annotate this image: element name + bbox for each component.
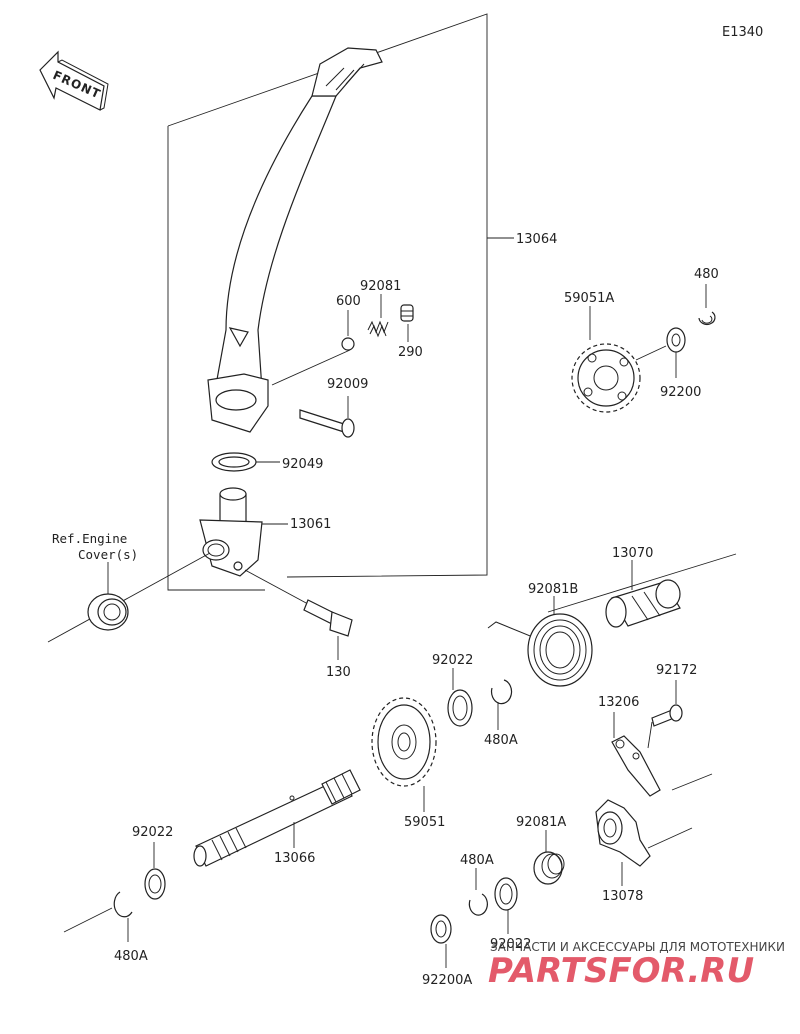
part-label-92200A: 92200A <box>422 973 472 988</box>
part-label-13206: 13206 <box>598 695 639 710</box>
seal-92049 <box>211 452 257 472</box>
bolt-92009 <box>299 409 355 438</box>
part-label-92022-mid: 92022 <box>490 937 531 952</box>
watermark-subtitle: ЗАПЧАСТИ И АКСЕССУАРЫ ДЛЯ МОТОТЕХНИКИ <box>490 940 785 954</box>
part-label-92200: 92200 <box>660 385 701 400</box>
part-label-13061: 13061 <box>290 517 331 532</box>
part-label-92049: 92049 <box>282 457 323 472</box>
part-label-92022-left: 92022 <box>132 825 173 840</box>
ratchet-13078 <box>595 799 651 867</box>
washer-92022-mid <box>494 877 518 911</box>
ref-engine-label: Ref.Engine <box>52 531 127 546</box>
kick-lever-13064 <box>207 47 383 433</box>
ball-600 <box>341 337 355 351</box>
plunger-290 <box>400 304 414 322</box>
part-label-480A-left: 480A <box>114 949 148 964</box>
shaft-13066 <box>193 769 361 867</box>
circlip-480 <box>698 311 716 326</box>
shaft-axis-line <box>47 552 211 643</box>
plate-13206 <box>611 735 661 797</box>
part-label-130: 130 <box>326 665 351 680</box>
bolt-130 <box>244 569 353 637</box>
part-label-59051: 59051 <box>404 815 445 830</box>
part-label-92022-top: 92022 <box>432 653 473 668</box>
washer-92022-left <box>144 868 166 900</box>
watermark-brand: PARTSFOR.RU <box>488 951 754 991</box>
gear-59051 <box>371 697 437 787</box>
circlip-480A-top <box>490 679 513 705</box>
part-label-480: 480 <box>694 267 719 282</box>
part-label-59051A: 59051A <box>564 291 614 306</box>
part-label-92081A: 92081A <box>516 815 566 830</box>
spring-92081B <box>487 613 593 687</box>
part-label-290: 290 <box>398 345 423 360</box>
part-label-92009: 92009 <box>327 377 368 392</box>
diagram-code: E1340 <box>722 25 763 40</box>
part-label-13064: 13064 <box>516 232 557 247</box>
spring-92081 <box>367 320 389 338</box>
screw-92172 <box>651 704 683 727</box>
circlip-480A-mid <box>468 893 488 916</box>
part-label-13078: 13078 <box>602 889 643 904</box>
washer-92200 <box>666 327 686 353</box>
part-label-480A-mid: 480A <box>460 853 494 868</box>
part-label-480A-top: 480A <box>484 733 518 748</box>
holder-13070 <box>605 579 681 628</box>
part-label-92081: 92081 <box>360 279 401 294</box>
oil-seal <box>87 593 129 631</box>
gear-59051A <box>571 343 641 413</box>
part-label-13070: 13070 <box>612 546 653 561</box>
part-label-13066: 13066 <box>274 851 315 866</box>
part-label-92172: 92172 <box>656 663 697 678</box>
front-arrow-icon: FRONT <box>39 50 109 111</box>
part-label-92081B: 92081B <box>528 582 578 597</box>
part-label-600: 600 <box>336 294 361 309</box>
washer-92022-top <box>447 689 473 727</box>
circlip-480A-left <box>113 891 133 918</box>
washer-92200A <box>430 914 452 944</box>
shaft-13061 <box>199 487 263 577</box>
spring-92081A <box>533 851 565 885</box>
ref-cover-label: Cover(s) <box>78 547 138 562</box>
